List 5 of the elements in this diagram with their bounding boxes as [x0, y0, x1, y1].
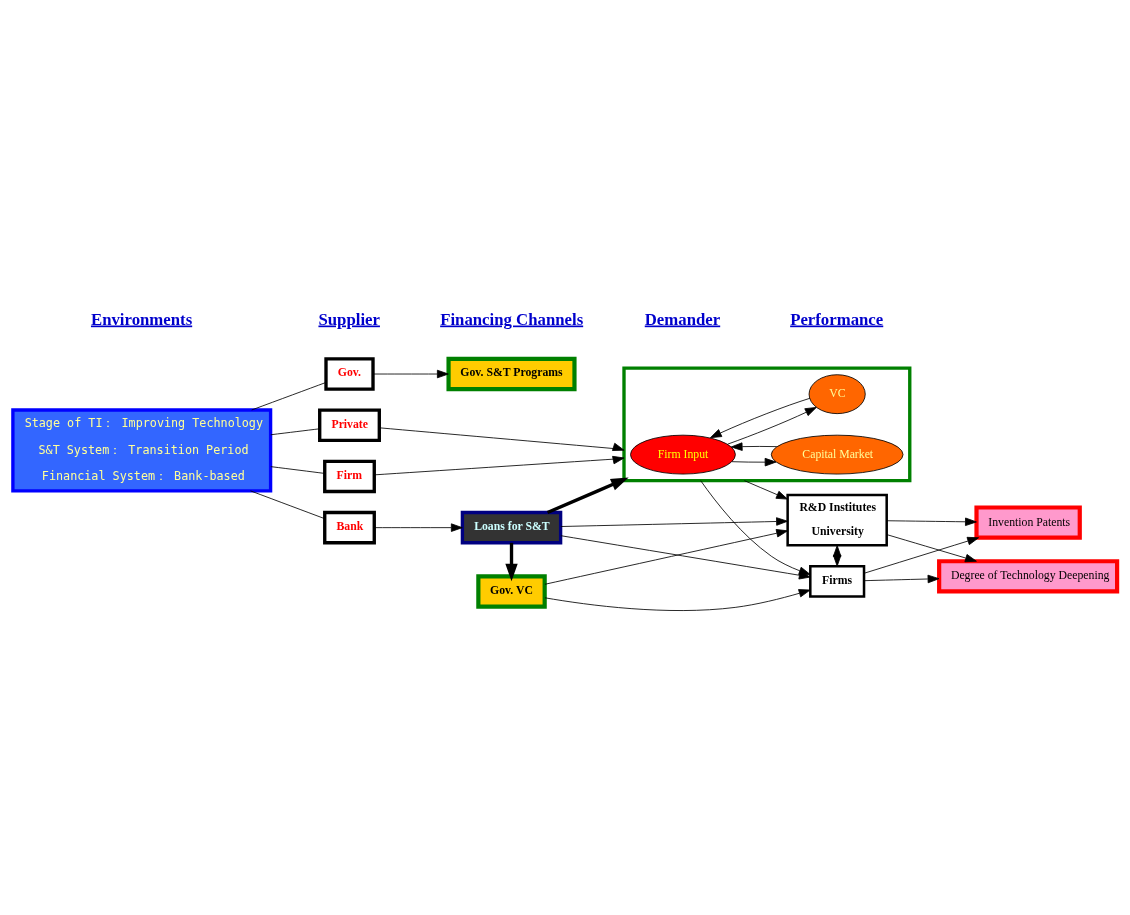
label: Supplier — [318, 309, 380, 329]
label: Financing Channels — [440, 309, 584, 329]
label: Performance — [790, 309, 884, 329]
label: Environments — [90, 309, 193, 329]
label: Demander — [644, 309, 721, 329]
